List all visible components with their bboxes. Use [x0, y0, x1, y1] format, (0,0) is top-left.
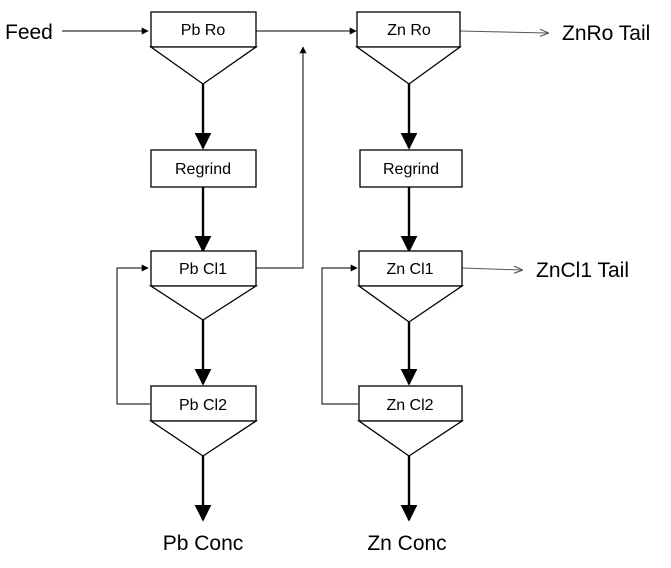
- zn-cleaner2-cell: Zn Cl2: [356, 385, 465, 457]
- zn-regrind-mill: Regrind: [359, 149, 463, 188]
- pb-rougher-cell: Pb Ro: [148, 11, 259, 85]
- pb-cleaner2-cell: Pb Cl2: [148, 385, 259, 457]
- znro-tail-label: ZnRo Tail: [562, 22, 650, 45]
- stream-lines: [62, 27, 548, 522]
- pb-cleaner1-tail-line: [256, 46, 307, 269]
- pb-cleaner1-label: Pb Cl1: [179, 261, 227, 278]
- zn-regrind-label: Regrind: [383, 161, 439, 178]
- pb-regrind-label: Regrind: [175, 161, 231, 178]
- zn-conc-label: Zn Conc: [367, 532, 446, 555]
- zncl1-tail-label: ZnCl1 Tail: [536, 259, 629, 282]
- pb-rougher-label: Pb Ro: [181, 22, 226, 39]
- zn-cleaner2-label: Zn Cl2: [386, 397, 433, 414]
- zncl1-tail-arrow: [461, 268, 522, 270]
- zn-cleaner2-recycle-line: [321, 264, 358, 405]
- zn-cleaner1-label: Zn Cl1: [386, 261, 433, 278]
- pb-cleaner2-recycle-line: [116, 264, 150, 405]
- zn-cleaner1-cell: Zn Cl1: [356, 250, 465, 323]
- pb-regrind-mill: Regrind: [150, 149, 257, 188]
- pb-cleaner1-cell: Pb Cl1: [148, 250, 259, 321]
- pb-conc-label: Pb Conc: [163, 532, 244, 555]
- feed-label: Feed: [5, 21, 53, 44]
- pb-cleaner2-label: Pb Cl2: [179, 397, 227, 414]
- zn-rougher-cell: Zn Ro: [354, 11, 463, 85]
- zn-rougher-label: Zn Ro: [387, 22, 431, 39]
- znro-tail-arrow: [459, 31, 548, 33]
